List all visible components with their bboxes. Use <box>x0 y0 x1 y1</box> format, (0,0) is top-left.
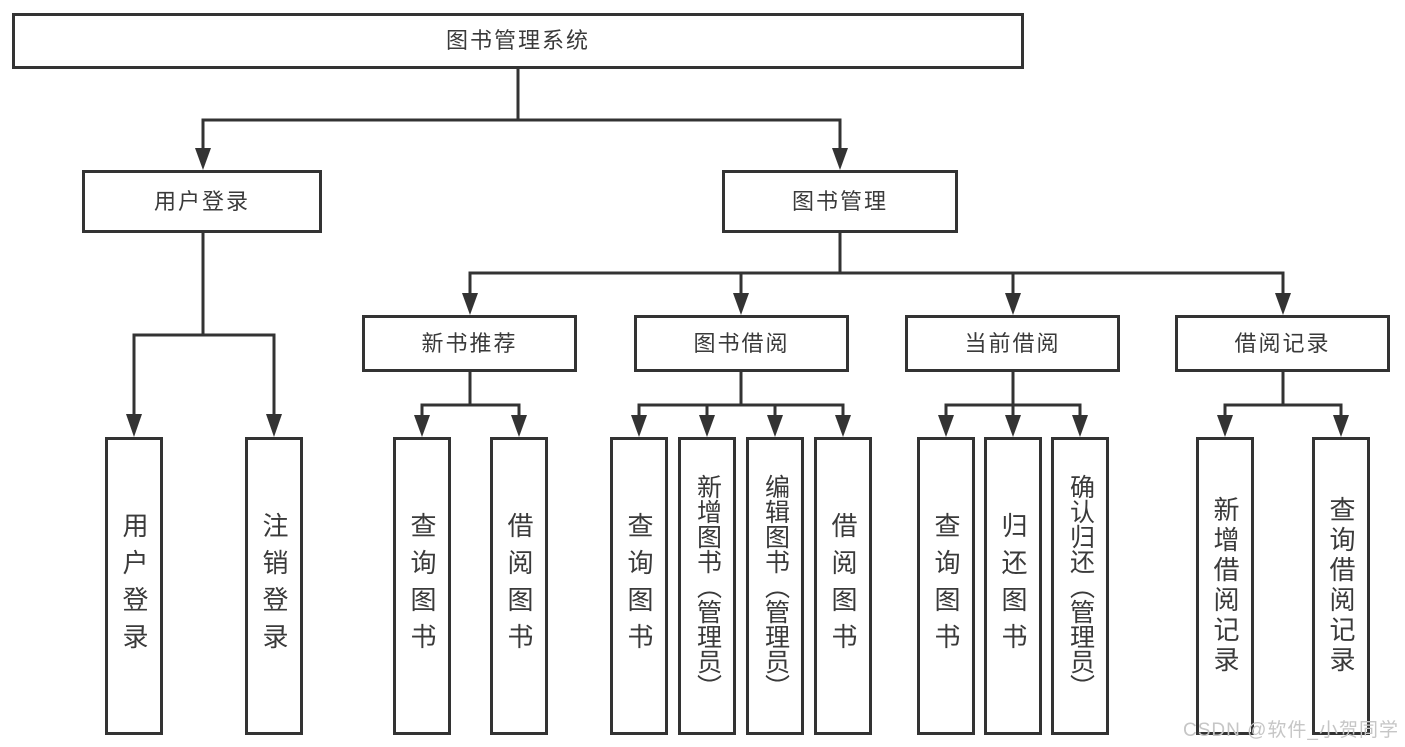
leaf-label: 确认归还（管理员） <box>1066 473 1095 699</box>
leaf-query-books-recommend: 查询图书 <box>393 437 451 735</box>
leaf-label: 查询图书 <box>407 512 437 660</box>
node-new-book-recommend: 新书推荐 <box>362 315 577 372</box>
watermark-text: CSDN @软件_小贺同学 <box>1183 720 1399 741</box>
leaf-borrow-books-recommend: 借阅图书 <box>490 437 548 735</box>
leaf-edit-book-admin: 编辑图书（管理员） <box>746 437 804 735</box>
arrowheads <box>126 148 1349 437</box>
leaf-label: 归还图书 <box>998 512 1028 660</box>
leaf-label: 借阅图书 <box>504 512 534 660</box>
leaf-query-books-current: 查询图书 <box>917 437 975 735</box>
leaf-query-borrow-record: 查询借阅记录 <box>1312 437 1370 735</box>
node-book-management: 图书管理 <box>722 170 958 233</box>
node-current-borrowing: 当前借阅 <box>905 315 1120 372</box>
leaf-label: 新增图书（管理员） <box>693 473 722 699</box>
leaf-query-books-borrowing: 查询图书 <box>610 437 668 735</box>
leaf-label: 查询图书 <box>624 512 654 660</box>
leaf-logout-login: 注销登录 <box>245 437 303 735</box>
connector-paths <box>132 66 1343 419</box>
leaf-label: 查询借阅记录 <box>1326 496 1356 676</box>
leaf-return-books: 归还图书 <box>984 437 1042 735</box>
leaf-user-login: 用户登录 <box>105 437 163 735</box>
node-borrowing-records: 借阅记录 <box>1175 315 1390 372</box>
leaf-add-borrow-record: 新增借阅记录 <box>1196 437 1254 735</box>
leaf-label: 新增借阅记录 <box>1210 496 1240 676</box>
leaf-label: 注销登录 <box>259 512 289 660</box>
leaf-add-book-admin: 新增图书（管理员） <box>678 437 736 735</box>
leaf-borrow-books-borrowing: 借阅图书 <box>814 437 872 735</box>
leaf-confirm-return-admin: 确认归还（管理员） <box>1051 437 1109 735</box>
node-book-borrowing: 图书借阅 <box>634 315 849 372</box>
leaf-label: 编辑图书（管理员） <box>761 473 790 699</box>
node-user-login: 用户登录 <box>82 170 322 233</box>
leaf-label: 借阅图书 <box>828 512 858 660</box>
leaf-label: 用户登录 <box>119 512 149 660</box>
node-library-system-root: 图书管理系统 <box>12 13 1024 69</box>
leaf-label: 查询图书 <box>931 512 961 660</box>
